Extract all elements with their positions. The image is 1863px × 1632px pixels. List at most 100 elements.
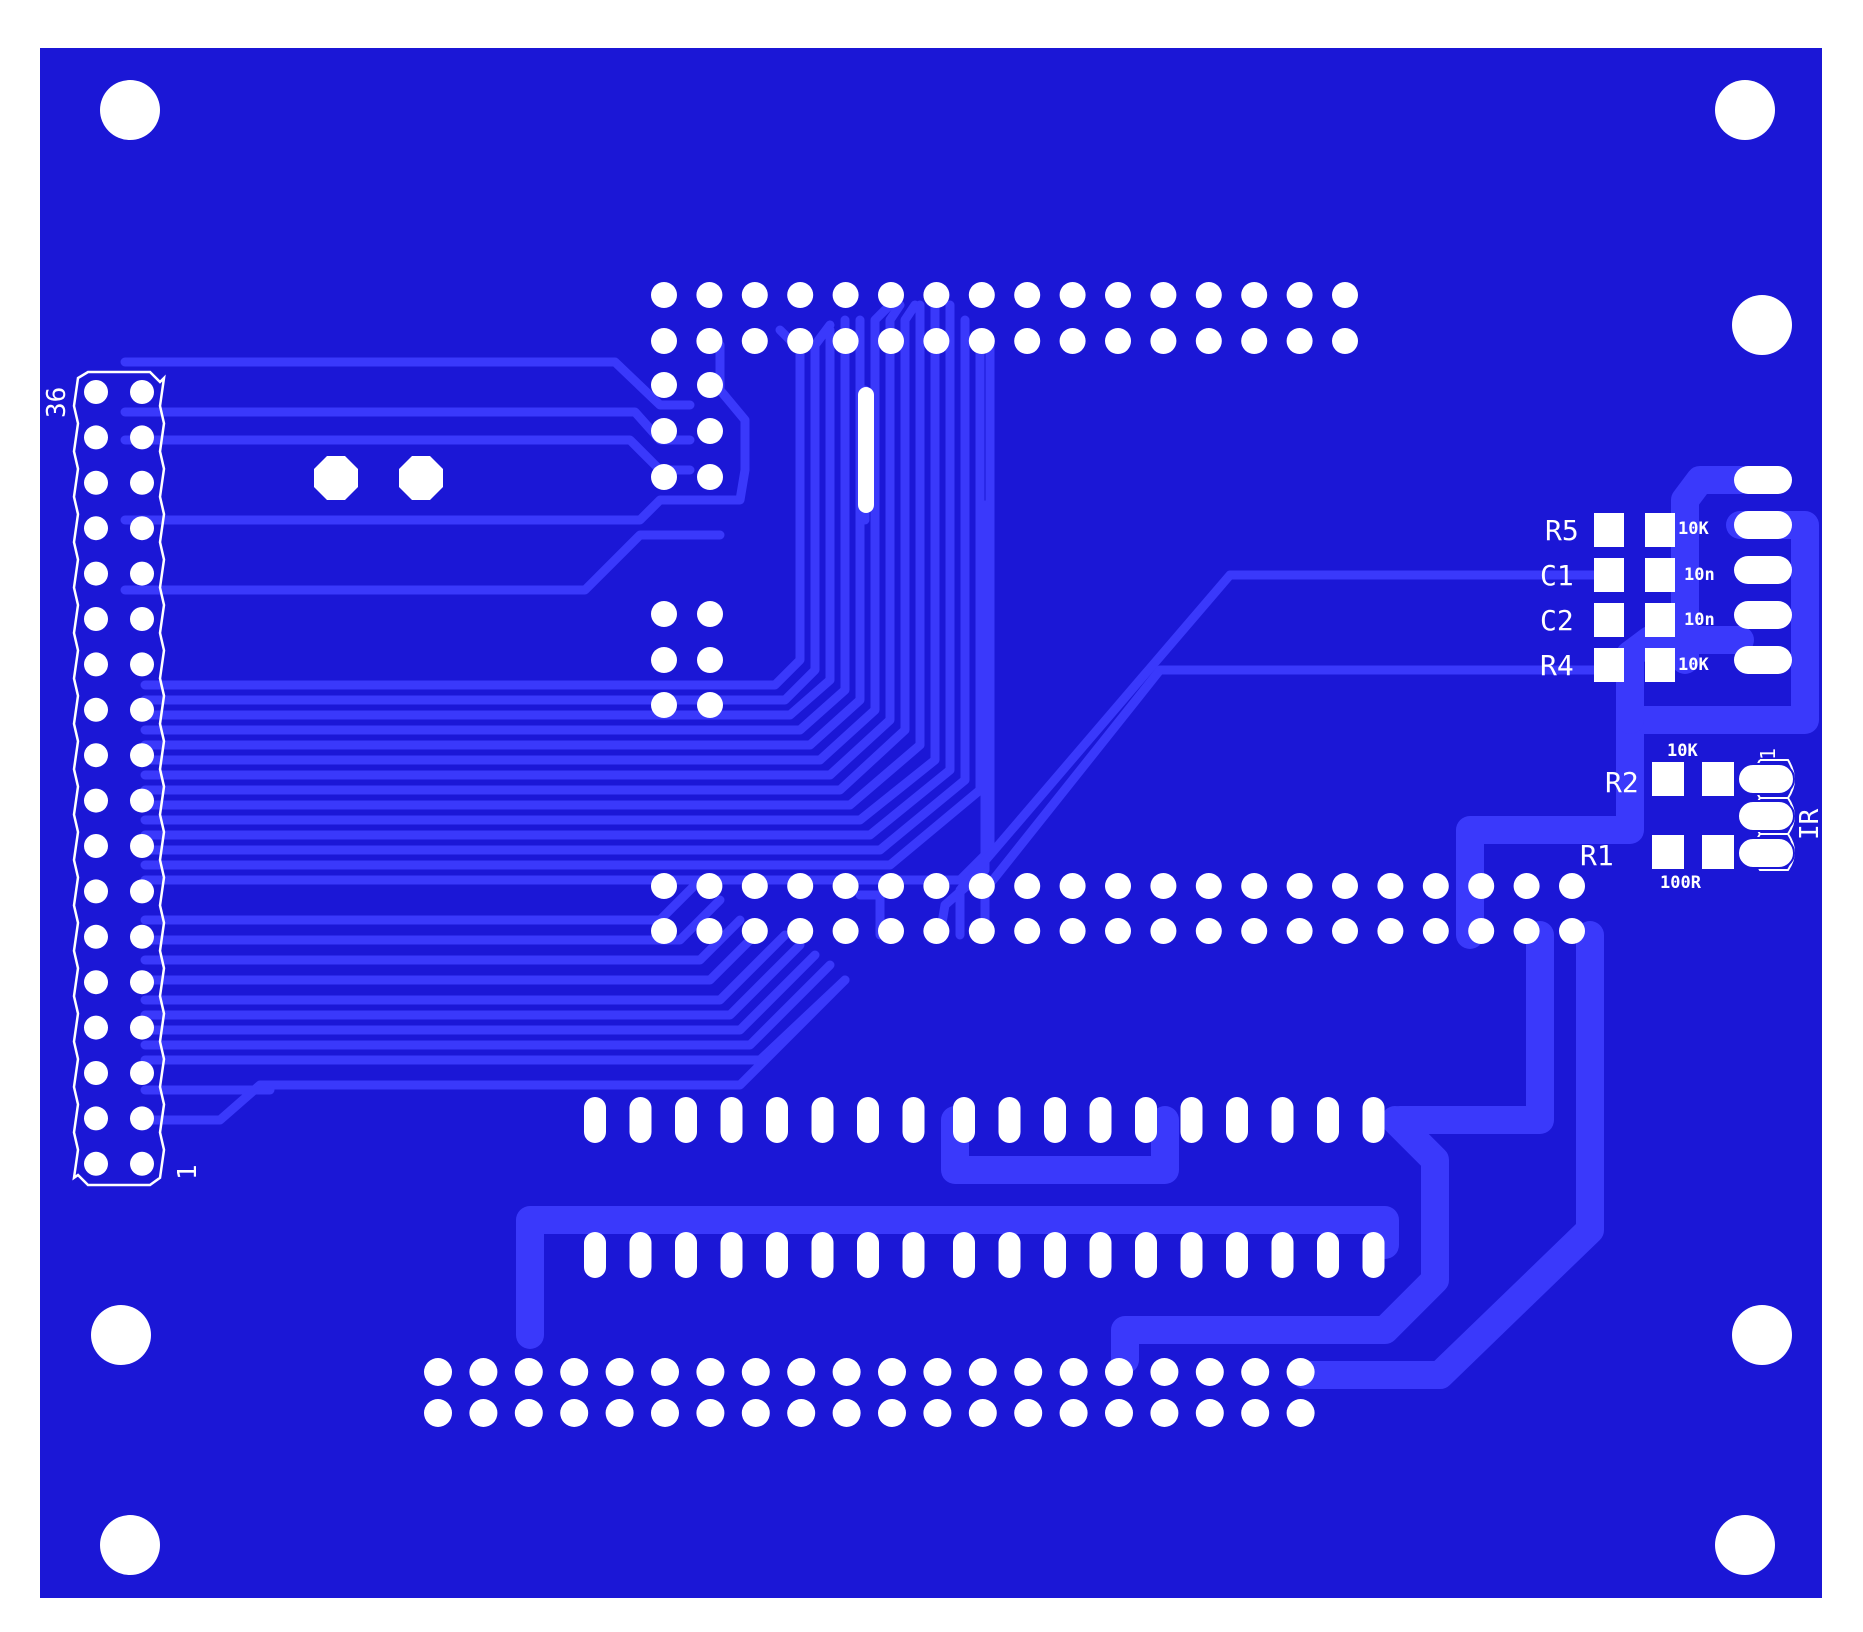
dip-pin [1180,1232,1203,1278]
header-pin [1195,328,1222,354]
header-pin [1195,873,1222,899]
header-pin [514,1358,543,1386]
dip-pin [1089,1097,1112,1143]
traces [120,295,1819,1389]
dip-pin [902,1097,925,1143]
smd-pad [1702,835,1734,869]
header-pin [1377,918,1404,944]
header-pin [1332,328,1358,354]
connector-pad [1734,601,1792,629]
header-pin [923,918,950,944]
header-pin [84,1106,108,1131]
header-pin [84,516,108,541]
header-pin [1559,873,1585,899]
header-pin [605,1399,634,1427]
header-pin [968,282,995,308]
header-pin [605,1358,634,1386]
header-pin [1105,328,1131,354]
dip-pin [1271,1097,1294,1143]
mounting-holes [91,80,1792,1575]
header-pin [878,873,904,899]
header-pin [923,1358,952,1386]
dip-pin [720,1232,743,1278]
header-pin [1105,282,1131,308]
header-pin [130,743,154,768]
header-pin [84,788,108,813]
header-pin [1059,328,1086,354]
header-pin [130,1151,154,1176]
header-pin [697,647,723,673]
header-pin [968,873,995,899]
smd-pad [1652,835,1684,869]
ref-label-r1: R1 [1580,839,1614,872]
header-pin [1105,1399,1133,1427]
header-pin [651,372,677,398]
header-pin [1286,873,1313,899]
right-connector [1734,466,1792,674]
left-header: 36 1 [42,370,203,1187]
dip-pin [1226,1097,1248,1143]
header-pin [1014,1358,1043,1386]
header-pin [787,873,814,899]
header-pin [469,1358,498,1386]
header-pin [741,328,768,354]
ir-label: IR [1795,808,1825,840]
header-pin [651,692,677,718]
header-pin [84,1151,108,1176]
header-pin [1241,873,1268,899]
dip-pin [811,1232,834,1278]
dip-pin [1135,1232,1157,1278]
smd-pad [1594,513,1624,547]
header-pin [130,697,154,722]
smd-pad [1594,648,1624,682]
header-pin [651,601,677,627]
header-pin [130,1061,154,1085]
header-pin [968,1358,997,1386]
header-pin [1286,918,1313,944]
header-pin [651,328,677,354]
header-label-1: 1 [173,1164,203,1180]
header-pin [1059,918,1086,944]
dip-socket-pads [584,1097,1385,1278]
header-pin [560,1358,589,1386]
dip-pin [1362,1232,1385,1278]
dip-pin [998,1097,1021,1143]
header-pin [130,879,154,904]
header-pin [84,970,108,995]
smd-pad [1594,603,1624,637]
header-outline [72,370,166,1187]
header-pin [1422,918,1449,944]
header-pin [84,425,108,450]
header-pin [1241,328,1268,354]
ir-pin1-label: 1 [1756,748,1780,760]
ref-label-r4: R4 [1540,649,1574,682]
dip-pin [953,1097,975,1143]
ir-pad [1738,801,1794,831]
header-pin [1286,328,1313,354]
header-pin [1286,1399,1315,1427]
value-label-c1: 10n [1684,565,1715,585]
header-pin [1150,1399,1179,1427]
connector-pad [1734,466,1792,494]
header-pin [84,470,108,495]
header-pin [832,1358,861,1386]
header-pin [787,328,814,354]
header-pin [741,282,768,308]
header-pin [968,1399,997,1427]
mounting-hole [100,80,160,140]
dip-pin [857,1097,879,1143]
header-pin [1059,1399,1088,1427]
value-label-r1: 100R [1660,873,1702,893]
header-label-36: 36 [42,387,72,418]
header-pin [697,418,723,444]
smd-pad [1645,648,1675,682]
header-pin [1014,282,1041,308]
header-pin [741,1399,770,1427]
dip-pin [629,1097,652,1143]
value-label-r4: 10K [1678,655,1709,675]
dip-pin [998,1232,1021,1278]
header-pin [1513,918,1540,944]
header-pin [741,1358,770,1386]
dip-pin [811,1097,834,1143]
header-pin [1059,873,1086,899]
